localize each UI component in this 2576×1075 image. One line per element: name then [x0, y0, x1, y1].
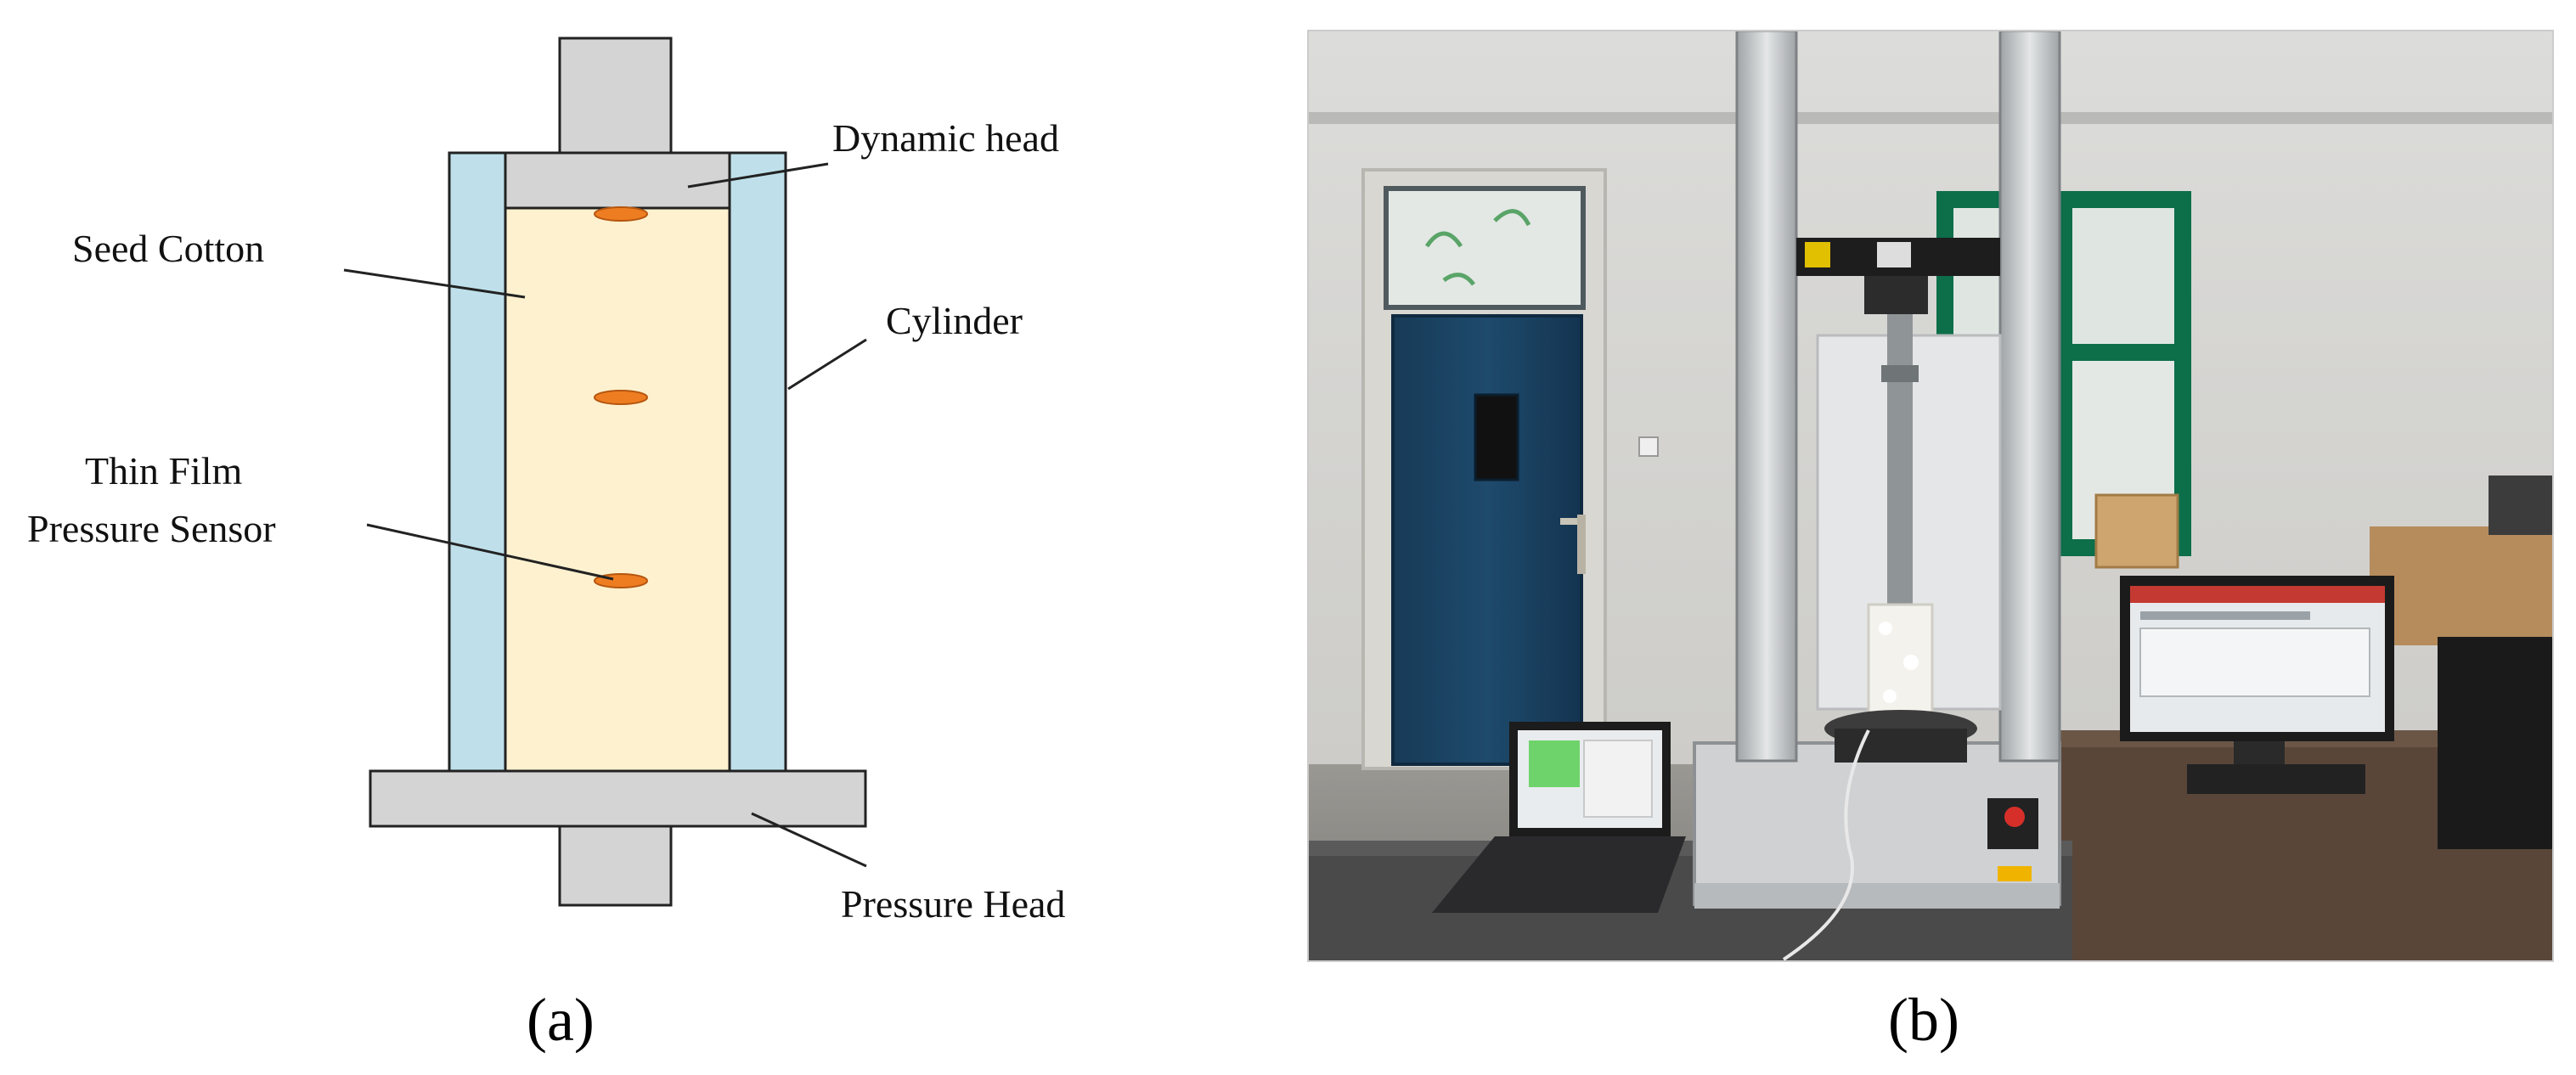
photo-column-right	[1998, 31, 2061, 763]
photo-cable	[1782, 729, 1870, 961]
photo-door-transom	[1384, 186, 1586, 310]
photo-laptop-base	[1432, 836, 1686, 913]
cylinder-wall-left	[448, 151, 507, 773]
photo-door	[1391, 314, 1583, 766]
dynamic-head-block	[504, 151, 731, 210]
photo-pipe	[1308, 112, 2553, 124]
photo-box	[2094, 493, 2179, 569]
caption-b: (b)	[1888, 986, 1959, 1054]
photo-keyboard	[2187, 764, 2365, 794]
label-cylinder: Cylinder	[886, 299, 1023, 342]
leader-pressure-head	[751, 812, 867, 868]
lower-rod	[558, 825, 673, 907]
photo-piston	[1887, 314, 1913, 607]
photo-column-left	[1735, 31, 1798, 763]
leader-cylinder	[787, 338, 867, 391]
panel-b-photo: (b)	[1307, 30, 2554, 1054]
leader-sensor	[366, 523, 614, 581]
photo-load-cell	[1864, 276, 1928, 314]
label-seed-cotton: Seed Cotton	[72, 227, 264, 270]
panel-a-diagram: Dynamic head Seed Cotton Cylinder Thin F…	[27, 37, 1065, 1054]
leader-seed-cotton	[343, 268, 526, 299]
label-sensor-line2: Pressure Sensor	[27, 507, 276, 550]
photo-cotton-sample	[1867, 603, 1934, 725]
caption-a: (a)	[527, 986, 595, 1054]
pressure-head-plate	[369, 769, 867, 828]
cylinder-wall-right	[728, 151, 787, 773]
label-sensor-line1: Thin Film	[85, 449, 243, 492]
photo-door-handle	[1560, 518, 1586, 525]
label-pressure-head: Pressure Head	[841, 882, 1065, 926]
seed-cotton-fill	[504, 206, 731, 773]
leader-dynamic-head	[687, 162, 829, 189]
label-dynamic-head: Dynamic head	[832, 116, 1059, 160]
photo-pc-tower	[2438, 637, 2553, 849]
sensor-top	[594, 206, 648, 222]
upper-rod	[558, 37, 673, 155]
photo-door-window	[1474, 393, 1519, 481]
sensor-middle	[594, 390, 648, 405]
